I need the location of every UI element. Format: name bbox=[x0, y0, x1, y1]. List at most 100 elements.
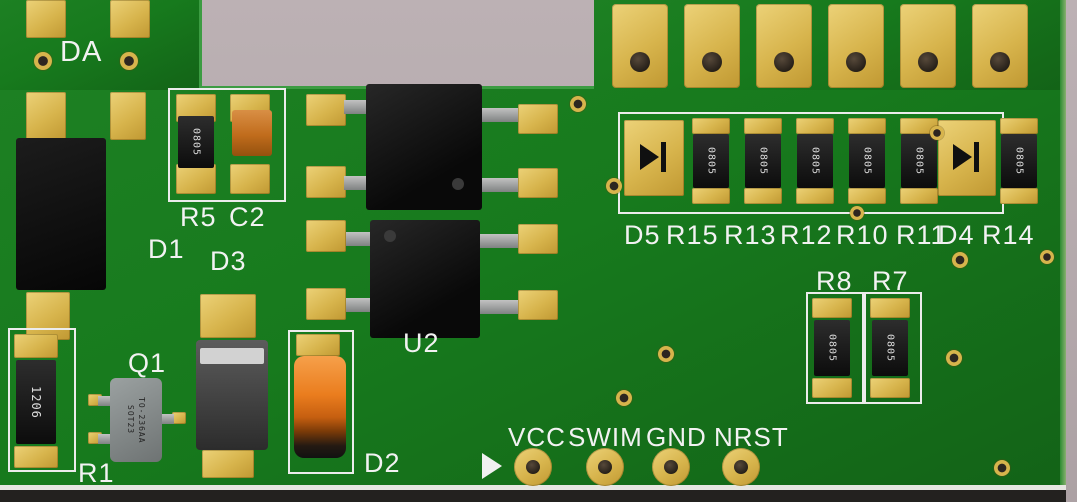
component-d1-body[interactable] bbox=[16, 138, 106, 290]
via bbox=[1040, 250, 1054, 264]
silk-outline-r5c2 bbox=[168, 88, 286, 202]
silk-label-r10: R10 bbox=[836, 220, 889, 250]
silk-label-r15: R15 bbox=[666, 220, 719, 250]
via bbox=[570, 96, 586, 112]
solder-pad bbox=[870, 378, 910, 398]
solder-pad bbox=[202, 450, 254, 478]
resistor-marking: 0805 bbox=[826, 333, 838, 363]
silk-label-r5: R5 bbox=[180, 202, 217, 232]
connector-pad bbox=[828, 4, 884, 88]
silk-label-u2: U2 bbox=[403, 328, 440, 358]
solder-pad bbox=[306, 220, 346, 252]
solder-pad bbox=[518, 290, 558, 320]
solder-pad bbox=[1000, 188, 1038, 204]
component-d3-body[interactable] bbox=[196, 340, 268, 450]
solder-pad bbox=[812, 378, 852, 398]
via bbox=[952, 252, 968, 268]
diode-symbol-triangle bbox=[640, 144, 659, 170]
connector-pad bbox=[972, 4, 1028, 88]
drill-hole bbox=[774, 52, 794, 72]
component-r15[interactable]: 0805 bbox=[693, 134, 729, 188]
diode-symbol-triangle bbox=[953, 144, 972, 170]
component-r10[interactable]: 0805 bbox=[849, 134, 885, 188]
transistor-lead bbox=[98, 434, 112, 444]
pin1-arrow bbox=[482, 453, 502, 479]
resistor-marking: 0805 bbox=[705, 146, 717, 176]
solder-pad bbox=[848, 118, 886, 134]
silk-label-q1: Q1 bbox=[128, 348, 167, 378]
component-d4-base[interactable] bbox=[938, 120, 996, 196]
transistor-lead bbox=[98, 396, 112, 406]
component-u2-top-body[interactable] bbox=[366, 84, 482, 210]
silk-outline-r7 bbox=[864, 292, 922, 404]
solder-pad bbox=[692, 118, 730, 134]
silk-outline-d2 bbox=[288, 330, 354, 474]
component-r13[interactable]: 0805 bbox=[745, 134, 781, 188]
solder-pad bbox=[518, 224, 558, 254]
via bbox=[994, 460, 1010, 476]
component-r8[interactable]: 0805 bbox=[814, 320, 850, 376]
via bbox=[34, 52, 52, 70]
ic-pin bbox=[478, 300, 520, 314]
component-r14[interactable]: 0805 bbox=[1001, 134, 1037, 188]
drill-hole bbox=[526, 460, 540, 474]
diode-symbol-bar bbox=[661, 142, 666, 172]
drill-hole bbox=[734, 460, 748, 474]
ic-pin bbox=[478, 234, 520, 248]
component-q1-body[interactable]: SOT23 TO-236AA bbox=[110, 378, 162, 462]
connector-pad bbox=[900, 4, 956, 88]
component-d5-base[interactable] bbox=[624, 120, 684, 196]
component-c2-body[interactable] bbox=[232, 110, 272, 156]
ic-pin bbox=[344, 176, 370, 190]
diode-cathode-stripe bbox=[200, 348, 264, 364]
silk-label-r1: R1 bbox=[78, 458, 115, 488]
component-r1[interactable]: 1206 bbox=[16, 360, 56, 444]
silk-label-d1: D1 bbox=[148, 234, 185, 264]
silk-label-vcc: VCC bbox=[508, 422, 566, 452]
solder-pad bbox=[110, 0, 150, 38]
component-r5[interactable]: 0805 bbox=[178, 116, 214, 168]
solder-pad bbox=[518, 168, 558, 198]
board-edge-bottom-dark bbox=[0, 490, 1066, 502]
solder-pad bbox=[306, 166, 346, 198]
solder-pad bbox=[14, 446, 58, 468]
silk-label-r12: R12 bbox=[780, 220, 833, 250]
solder-pad bbox=[110, 92, 146, 140]
ic-pin bbox=[480, 178, 520, 192]
ic-pin bbox=[346, 298, 372, 312]
component-r12[interactable]: 0805 bbox=[797, 134, 833, 188]
diode-symbol-bar bbox=[974, 142, 979, 172]
resistor-marking: 0805 bbox=[757, 146, 769, 176]
silk-label-da: DA bbox=[60, 36, 103, 68]
solder-pad bbox=[176, 164, 216, 194]
solder-pad bbox=[200, 294, 256, 338]
component-u2-bottom-body[interactable] bbox=[370, 220, 480, 338]
solder-pad bbox=[796, 188, 834, 204]
drill-hole bbox=[702, 52, 722, 72]
solder-pad bbox=[306, 94, 346, 126]
solder-pad bbox=[26, 292, 70, 340]
silk-label-gnd: GND bbox=[646, 422, 707, 452]
solder-pad bbox=[172, 412, 186, 424]
solder-pad bbox=[1000, 118, 1038, 134]
connector-pad bbox=[612, 4, 668, 88]
component-r7[interactable]: 0805 bbox=[872, 320, 908, 376]
silk-label-c2: C2 bbox=[229, 202, 266, 232]
silk-outline-r1 bbox=[8, 328, 76, 472]
drill-hole bbox=[846, 52, 866, 72]
solder-pad bbox=[14, 334, 58, 358]
solder-pad bbox=[692, 188, 730, 204]
silk-label-swim: SWIM bbox=[568, 422, 643, 452]
silk-outline-r8 bbox=[806, 292, 864, 404]
ic-pin bbox=[344, 100, 370, 114]
solder-pad bbox=[900, 188, 938, 204]
component-r11[interactable]: 0805 bbox=[901, 134, 937, 188]
solder-pad bbox=[870, 298, 910, 318]
via bbox=[616, 390, 632, 406]
board-edge-left-tab bbox=[199, 0, 202, 88]
via bbox=[930, 126, 944, 140]
silk-label-r7: R7 bbox=[872, 266, 909, 296]
solder-pad bbox=[812, 298, 852, 318]
component-d2-body[interactable] bbox=[294, 356, 346, 458]
